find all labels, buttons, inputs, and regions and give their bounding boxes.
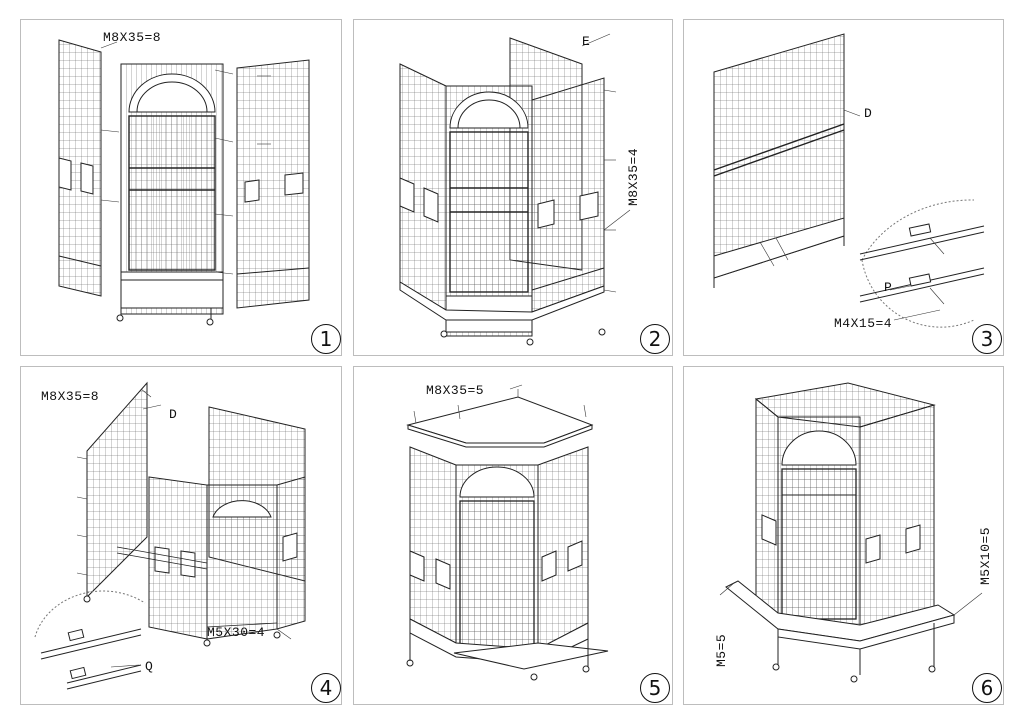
step-6-panel: M5X10=5 M5=5 6 [683,366,1004,705]
step-5-panel: M8X35=5 5 [353,366,673,705]
bolt-spec-label: M4X15=4 [834,316,893,331]
step-6-illustration [719,382,983,683]
step-3-illustration [713,33,985,328]
bolt-spec-label: M8X35=4 [626,147,641,206]
step-2-illustration [399,33,631,346]
step-number-badge: 5 [640,673,670,703]
panel-e-label: E [582,34,591,49]
step-number-badge: 4 [311,673,341,703]
step-1-panel: M8X35=8 1 [20,19,342,356]
step-3-panel: D P M4X15=4 3 [683,19,1004,356]
step-number-badge: 6 [972,673,1002,703]
bolt-spec-label-2: M5X30=4 [207,625,266,640]
step-number-badge: 3 [972,324,1002,354]
bolt-spec-label: M8X35=5 [426,383,485,398]
step-5-illustration [406,384,609,681]
part-p-label: P [884,280,893,295]
step-2-panel: E M8X35=4 2 [353,19,673,356]
bolt-spec-label-2: M5=5 [714,633,729,667]
step-4-illustration [34,381,306,690]
step-1-illustration [58,39,310,326]
panel-d-label: D [169,407,178,422]
step-number-badge: 2 [640,324,670,354]
bolt-spec-label: M5X10=5 [978,526,993,585]
bolt-spec-label: M8X35=8 [103,30,162,45]
bolt-spec-label: M8X35=8 [41,389,100,404]
panel-d-label: D [864,106,873,121]
step-number-badge: 1 [311,324,341,354]
step-4-panel: M8X35=8 D Q M5X30=4 4 [20,366,342,705]
part-q-label: Q [145,659,154,674]
